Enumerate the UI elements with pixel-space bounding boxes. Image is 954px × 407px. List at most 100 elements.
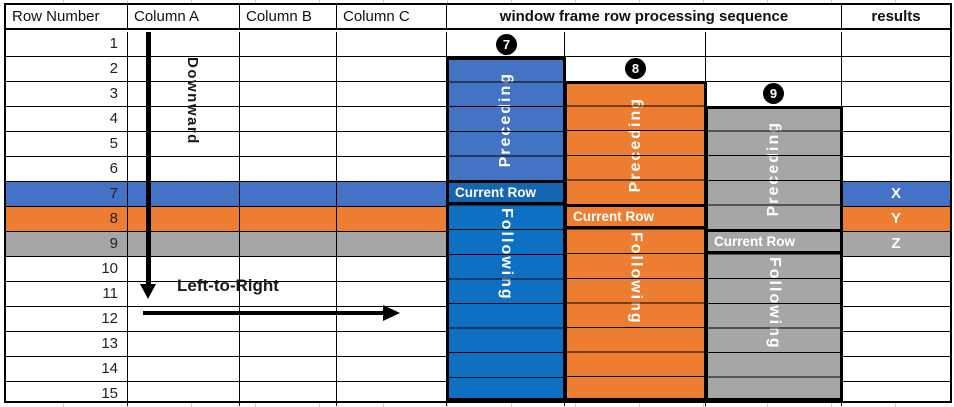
table-cell[interactable] <box>128 107 240 132</box>
table-cell[interactable] <box>337 32 447 57</box>
left-to-right-arrow-line[interactable] <box>143 311 383 315</box>
table-cell[interactable] <box>337 107 447 132</box>
table-cell[interactable] <box>842 57 950 82</box>
table-cell[interactable] <box>337 232 447 257</box>
header-row-number[interactable]: Row Number <box>6 5 128 28</box>
window-frame-bar-7[interactable]: Preceding Current Row Following <box>446 56 566 401</box>
table-cell[interactable] <box>337 282 447 307</box>
header-column-c[interactable]: Column C <box>337 5 447 28</box>
table-cell[interactable] <box>128 182 240 207</box>
row-number-cell[interactable]: 12 <box>6 307 128 332</box>
step-badge-7[interactable]: 7 <box>496 34 517 55</box>
table-cell[interactable] <box>842 282 950 307</box>
table-cell[interactable] <box>240 107 337 132</box>
table-cell[interactable] <box>447 32 565 57</box>
table-cell[interactable] <box>240 207 337 232</box>
table-cell[interactable] <box>706 57 842 82</box>
row-number-cell[interactable]: 3 <box>6 82 128 107</box>
table-cell[interactable] <box>128 332 240 357</box>
table-cell[interactable] <box>565 32 706 57</box>
table-cell[interactable] <box>706 32 842 57</box>
left-to-right-label[interactable]: Left-to-Right <box>177 276 279 295</box>
table-cell[interactable] <box>128 157 240 182</box>
bar7-current-row-cell: Current Row <box>449 179 563 205</box>
table-cell[interactable] <box>842 157 950 182</box>
row-number-cell[interactable]: 13 <box>6 332 128 357</box>
table-cell[interactable] <box>240 232 337 257</box>
table-cell[interactable] <box>240 57 337 82</box>
table-cell[interactable] <box>842 82 950 107</box>
table-cell[interactable] <box>842 132 950 157</box>
result-cell[interactable]: Z <box>842 232 950 257</box>
result-cell[interactable]: X <box>842 182 950 207</box>
header-column-b[interactable]: Column B <box>240 5 337 28</box>
table-cell[interactable] <box>240 332 337 357</box>
table-cell[interactable] <box>240 357 337 382</box>
table-cell[interactable] <box>337 157 447 182</box>
downward-label[interactable]: Downward <box>184 57 201 145</box>
row-number-cell[interactable]: 8 <box>6 207 128 232</box>
table-cell[interactable] <box>240 282 337 307</box>
table-cell[interactable] <box>337 207 447 232</box>
row-number-cell[interactable]: 10 <box>6 257 128 282</box>
table-cell[interactable] <box>128 382 240 406</box>
table-cell[interactable] <box>240 82 337 107</box>
table-cell[interactable] <box>128 307 240 332</box>
downward-arrow-line[interactable] <box>146 32 151 284</box>
header-window-frame[interactable]: window frame row processing sequence <box>447 5 842 28</box>
row-number-cell[interactable]: 9 <box>6 232 128 257</box>
header-results[interactable]: results <box>871 8 921 25</box>
table-cell[interactable] <box>337 257 447 282</box>
row-number-cell[interactable]: 7 <box>6 182 128 207</box>
window-frame-bar-8[interactable]: Preceding Current Row Following <box>564 81 707 401</box>
table-cell[interactable] <box>337 182 447 207</box>
table-cell[interactable] <box>128 132 240 157</box>
table-cell[interactable] <box>240 32 337 57</box>
table-cell[interactable] <box>128 257 240 282</box>
table-cell[interactable] <box>337 132 447 157</box>
table-cell[interactable] <box>128 82 240 107</box>
table-cell[interactable] <box>128 232 240 257</box>
bar7-preceding-section: Preceding <box>449 59 563 180</box>
table-cell[interactable] <box>842 257 950 282</box>
table-cell[interactable] <box>842 357 950 382</box>
table-cell[interactable] <box>842 307 950 332</box>
table-cell[interactable] <box>842 32 950 57</box>
table-cell[interactable] <box>240 307 337 332</box>
row-number-cell[interactable]: 15 <box>6 382 128 406</box>
table-cell[interactable] <box>128 357 240 382</box>
table-cell[interactable] <box>337 382 447 406</box>
table-cell[interactable] <box>240 382 337 406</box>
step-badge-9[interactable]: 9 <box>763 83 784 104</box>
table-cell[interactable] <box>337 57 447 82</box>
bar9-following-section: Following <box>708 253 840 398</box>
following-label: Following <box>766 256 783 350</box>
table-cell[interactable] <box>128 207 240 232</box>
table-cell[interactable] <box>240 132 337 157</box>
row-number-cell[interactable]: 11 <box>6 282 128 307</box>
row-number-cell[interactable]: 1 <box>6 32 128 57</box>
table-cell[interactable] <box>337 332 447 357</box>
row-number-cell[interactable]: 6 <box>6 157 128 182</box>
table-cell[interactable] <box>337 82 447 107</box>
header-column-a[interactable]: Column A <box>128 5 240 28</box>
table-cell[interactable] <box>842 382 950 406</box>
row-number-cell[interactable]: 5 <box>6 132 128 157</box>
table-cell[interactable] <box>128 32 240 57</box>
result-cell[interactable]: Y <box>842 207 950 232</box>
table-cell[interactable] <box>128 282 240 307</box>
row-number-cell[interactable]: 2 <box>6 57 128 82</box>
row-number-cell[interactable]: 4 <box>6 107 128 132</box>
table-cell[interactable] <box>128 57 240 82</box>
table-cell[interactable] <box>842 107 950 132</box>
table-cell[interactable] <box>842 332 950 357</box>
table-cell[interactable] <box>240 157 337 182</box>
table-cell[interactable] <box>337 357 447 382</box>
window-frame-bar-9[interactable]: Preceding Current Row Following <box>705 105 843 401</box>
table-cell[interactable] <box>240 257 337 282</box>
table-cell[interactable] <box>240 182 337 207</box>
background-gridlines-top <box>0 0 954 3</box>
step-badge-8[interactable]: 8 <box>625 58 646 79</box>
row-number-cell[interactable]: 14 <box>6 357 128 382</box>
